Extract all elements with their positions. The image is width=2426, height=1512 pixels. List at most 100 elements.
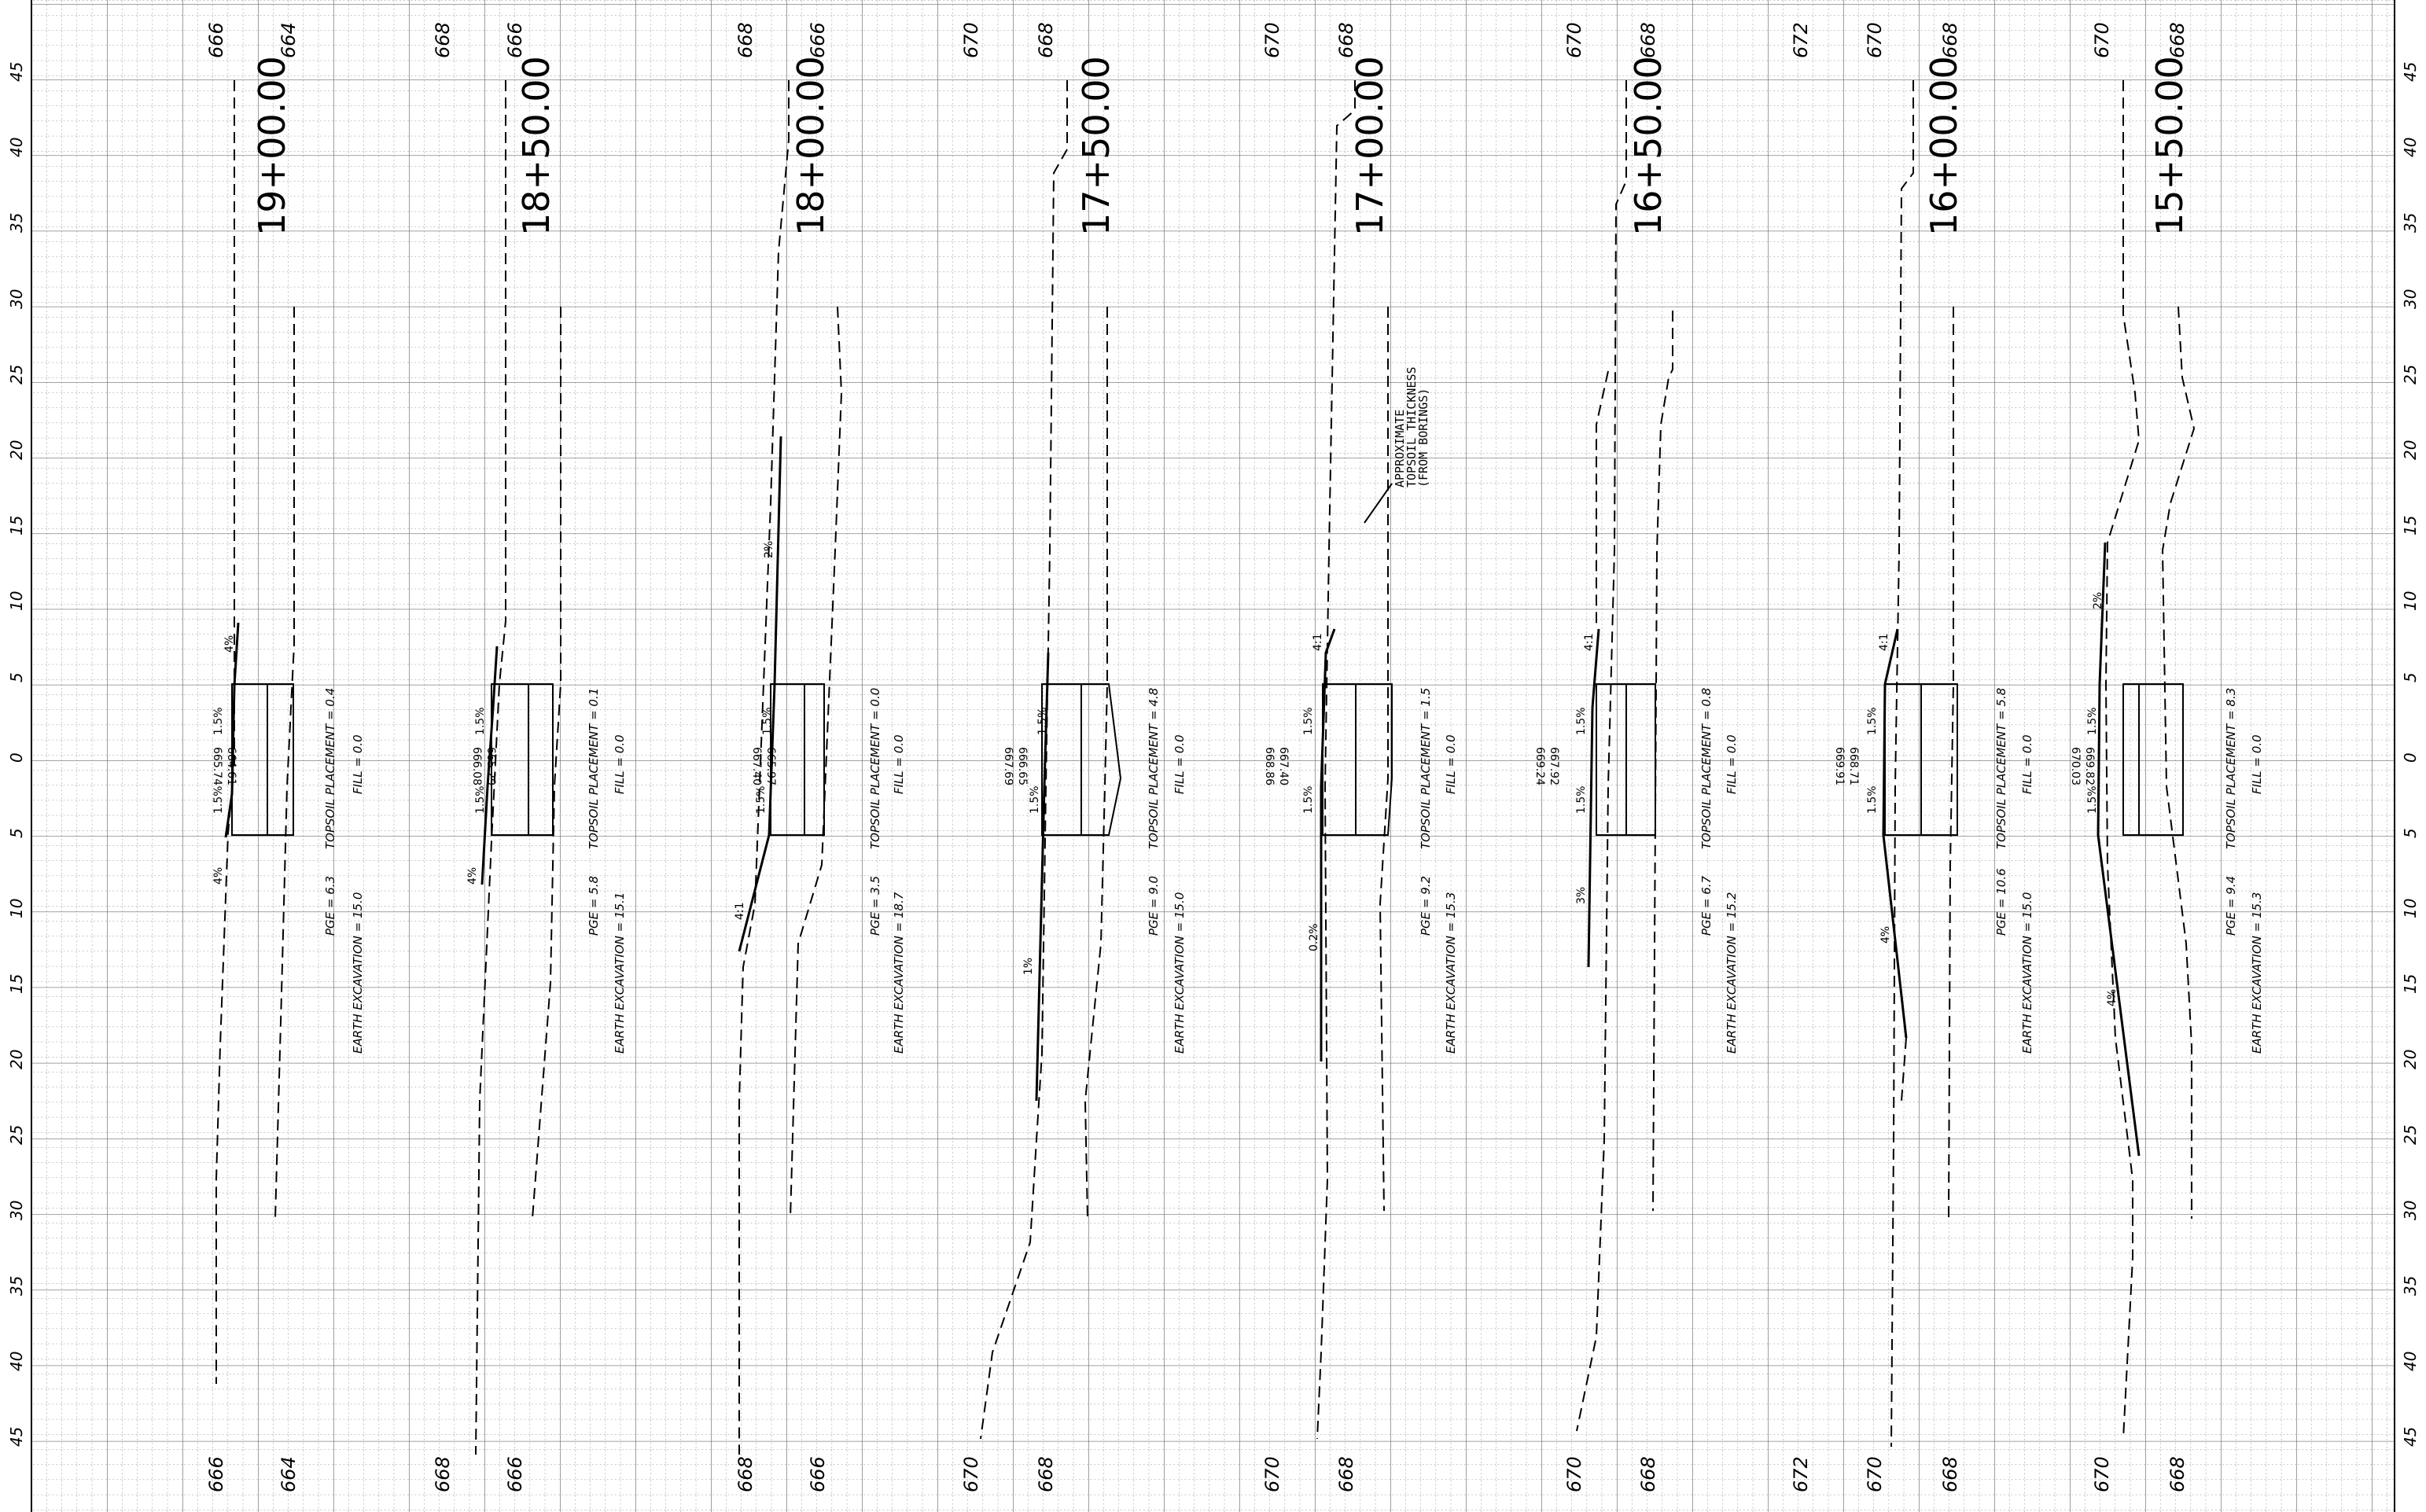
elevation-label: 668 [432,22,454,58]
station-label: 16+50.00 [1627,56,1669,236]
elevation-label: 668 [1637,22,1659,58]
offset-label: 25 [7,365,26,384]
offset-label: 35 [7,213,26,233]
slope-label: 1.5% [1575,785,1588,814]
offset-label: 30 [7,289,26,309]
topsoil-line [1379,307,1389,1212]
elevation-label: 670 [2091,1456,2113,1492]
slope-label: 4% [2106,989,2119,1006]
existing-ground-line-right [1901,1037,1907,1102]
topsoil-line [2161,306,2196,1219]
slope-label: 4:1 [1878,633,1890,651]
elevation-label: 668 [2166,22,2189,58]
offset-label: 25 [2401,365,2420,384]
station-label: 18+00.00 [790,56,832,236]
elevation-label: 672 [1790,22,1812,58]
slope-label: 1.5% [761,707,774,735]
elevation-label: 666 [504,1456,526,1492]
existing-ground-line [1576,80,1627,1432]
pavement-box [1322,683,1393,836]
fill-note: FILL = 0.0 [2020,734,2034,794]
offset-label: 30 [7,1201,26,1220]
elevation-label: 666 [205,1456,227,1492]
topsoil-line [1948,307,1954,1220]
pge-note: PGE = 3.5 [868,876,882,936]
excavation-note: EARTH EXCAVATION = 15.1 [613,892,627,1054]
pge-note: PGE = 10.6 [1994,868,2008,936]
cross-section-18-00: 18+00.00 667.40 665.97 2% 1.5% 1.5% 4:1 … [734,56,906,1455]
existing-ground-line [475,80,506,1455]
elevation-label: 668 [1035,22,1057,58]
slope-label: 1.5% [1302,707,1315,735]
slope-label: 1.5% [212,707,225,735]
elevation-label: 670 [2091,22,2113,58]
elevation-label: 670 [1261,1456,1283,1492]
offset-label: 15 [2401,516,2420,535]
pavement-box [1041,683,1122,836]
slope-label: 4% [223,635,236,653]
topsoil-note: TOPSOIL PLACEMENT = 0.8 [1699,688,1714,849]
elevation-label: 666 [807,22,829,58]
offset-label: 15 [7,516,26,535]
elevation-value: 668.71 [1847,747,1860,785]
cross-section-17-50: 17+50.00 667.69 666.65 1.5% 1.5% 1% TOPS… [980,56,1187,1440]
offset-label: 25 [7,1125,26,1145]
offset-label: 25 [2401,1125,2420,1145]
offset-label: 10 [7,899,26,918]
excavation-note: EARTH EXCAVATION = 15.2 [1725,892,1739,1054]
elevation-label: 672 [1790,1456,1812,1492]
topsoil-line [274,307,295,1220]
excavation-note: EARTH EXCAVATION = 15.3 [2250,892,2264,1054]
offset-label: 5 [2401,828,2420,838]
offset-label: 5 [7,828,26,838]
elevation-label: 666 [504,22,526,58]
elevation-label: 670 [1864,1456,1886,1492]
topsoil-note: TOPSOIL PLACEMENT = 5.8 [1994,688,2008,849]
slope-label: 4:1 [734,902,746,920]
elevation-label: 668 [734,22,757,58]
station-label: 15+50.00 [2148,56,2191,236]
fill-note: FILL = 0.0 [1725,734,1739,794]
pge-note: PGE = 5.8 [587,876,601,936]
elevation-label: 668 [1939,1456,1961,1492]
elevation-label: 668 [1035,1456,1057,1492]
offset-scale-left: 45 40 35 30 25 20 15 10 5 0 5 10 15 20 2… [7,62,26,1447]
proposed-grade-line [1587,628,1600,968]
proposed-grade-line [480,646,499,885]
offset-label: 20 [2401,1050,2420,1069]
elevation-label: 670 [1864,22,1886,58]
offset-label: 30 [2401,1201,2420,1220]
slope-label: 1.5% [1029,785,1041,814]
elevation-label: 668 [1939,22,1961,58]
slope-label: 1.5% [1866,785,1879,814]
cross-section-16-00: 16+00.00 669.91 668.71 4:1 1.5% 1.5% 4% … [1833,56,2034,1448]
major-grid [31,0,2395,1512]
elevation-label: 664 [278,22,300,58]
topsoil-line [790,306,843,1220]
offset-label: 10 [7,591,26,611]
offset-label: 45 [2401,1427,2420,1447]
elevation-label: 666 [807,1456,829,1492]
excavation-note: EARTH EXCAVATION = 18.7 [892,892,906,1054]
pavement-box [491,683,554,836]
slope-label: 1.5% [1302,785,1315,814]
existing-ground-line [738,80,790,1455]
topsoil-line [532,307,561,1220]
elevation-label: 668 [432,1456,454,1492]
elevation-value: 665.74 [211,747,223,785]
elevation-value: 670.03 [2069,747,2082,785]
station-label: 17+50.00 [1075,56,1117,236]
offset-label: 20 [7,1050,26,1069]
cross-section-15-50: 15+50.00 670.03 669.82 2% 1.5% 1.5% 4% T… [2069,56,2264,1440]
topsoil-line [1652,311,1673,1212]
fill-note: FILL = 0.0 [892,734,906,794]
offset-label: 45 [7,62,26,82]
slope-label: 1.5% [1575,707,1588,735]
existing-ground-line [1316,80,1356,1440]
existing-ground-line [1890,80,1914,1448]
slope-label: 4:1 [1312,633,1324,651]
offset-label: 0 [2401,752,2420,763]
offset-label: 10 [2401,899,2420,918]
slope-label: 3% [1575,887,1588,904]
